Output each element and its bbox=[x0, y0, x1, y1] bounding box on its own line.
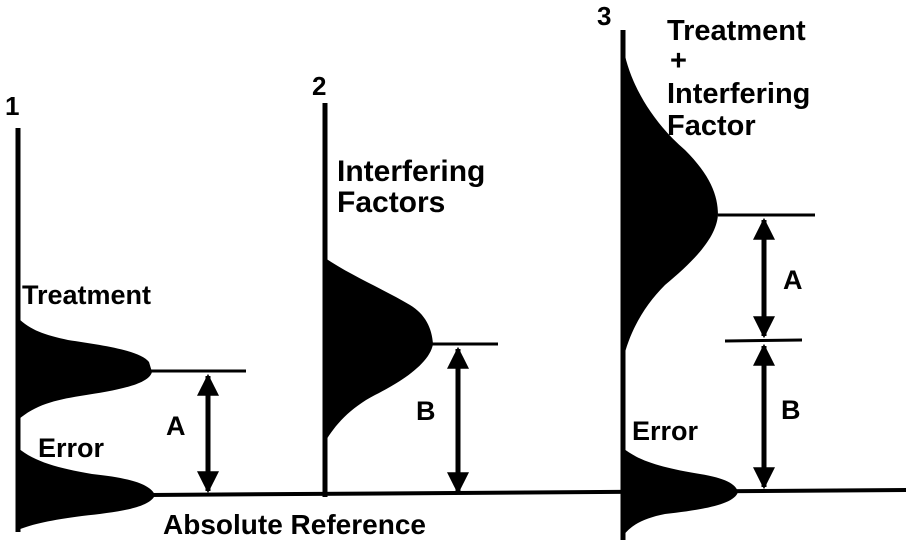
panel-2-number: 2 bbox=[312, 71, 326, 101]
panel-3-error-label: Error bbox=[632, 416, 699, 446]
panel-3-error-peak bbox=[623, 448, 738, 536]
panel-1-arrow-a-label: A bbox=[166, 411, 186, 441]
absolute-reference-line bbox=[149, 488, 907, 497]
panel-3-arrow-b-label: B bbox=[781, 395, 801, 425]
panel-1 bbox=[15, 128, 246, 532]
panel-1-number: 1 bbox=[5, 91, 19, 121]
panel-2-arrow-b-label: B bbox=[416, 396, 436, 426]
panel-2-label-line2: Factors bbox=[337, 186, 445, 219]
panel-3 bbox=[620, 30, 815, 540]
panel-1-error-peak bbox=[18, 448, 155, 530]
panel-3-label-line3: Interfering bbox=[667, 78, 810, 110]
panel-2-label-line1: Interfering bbox=[337, 155, 485, 188]
panel-1-error-label: Error bbox=[38, 433, 105, 463]
panel-2 bbox=[322, 103, 498, 497]
panel-3-combined-peak bbox=[623, 45, 718, 360]
panel-1-treatment-peak bbox=[18, 318, 152, 420]
panel-3-divider bbox=[724, 338, 803, 343]
panel-3-label-line4: Factor bbox=[667, 110, 756, 142]
panel-3-number: 3 bbox=[597, 1, 611, 31]
panel-1-treatment-label: Treatment bbox=[22, 280, 151, 310]
absolute-reference-label: Absolute Reference bbox=[163, 509, 426, 540]
panel-2-interfering-peak bbox=[325, 258, 433, 442]
panel-3-label-line2: + bbox=[670, 45, 687, 77]
panel-3-label-line1: Treatment bbox=[667, 15, 806, 47]
panel-3-arrow-a-label: A bbox=[783, 265, 803, 295]
